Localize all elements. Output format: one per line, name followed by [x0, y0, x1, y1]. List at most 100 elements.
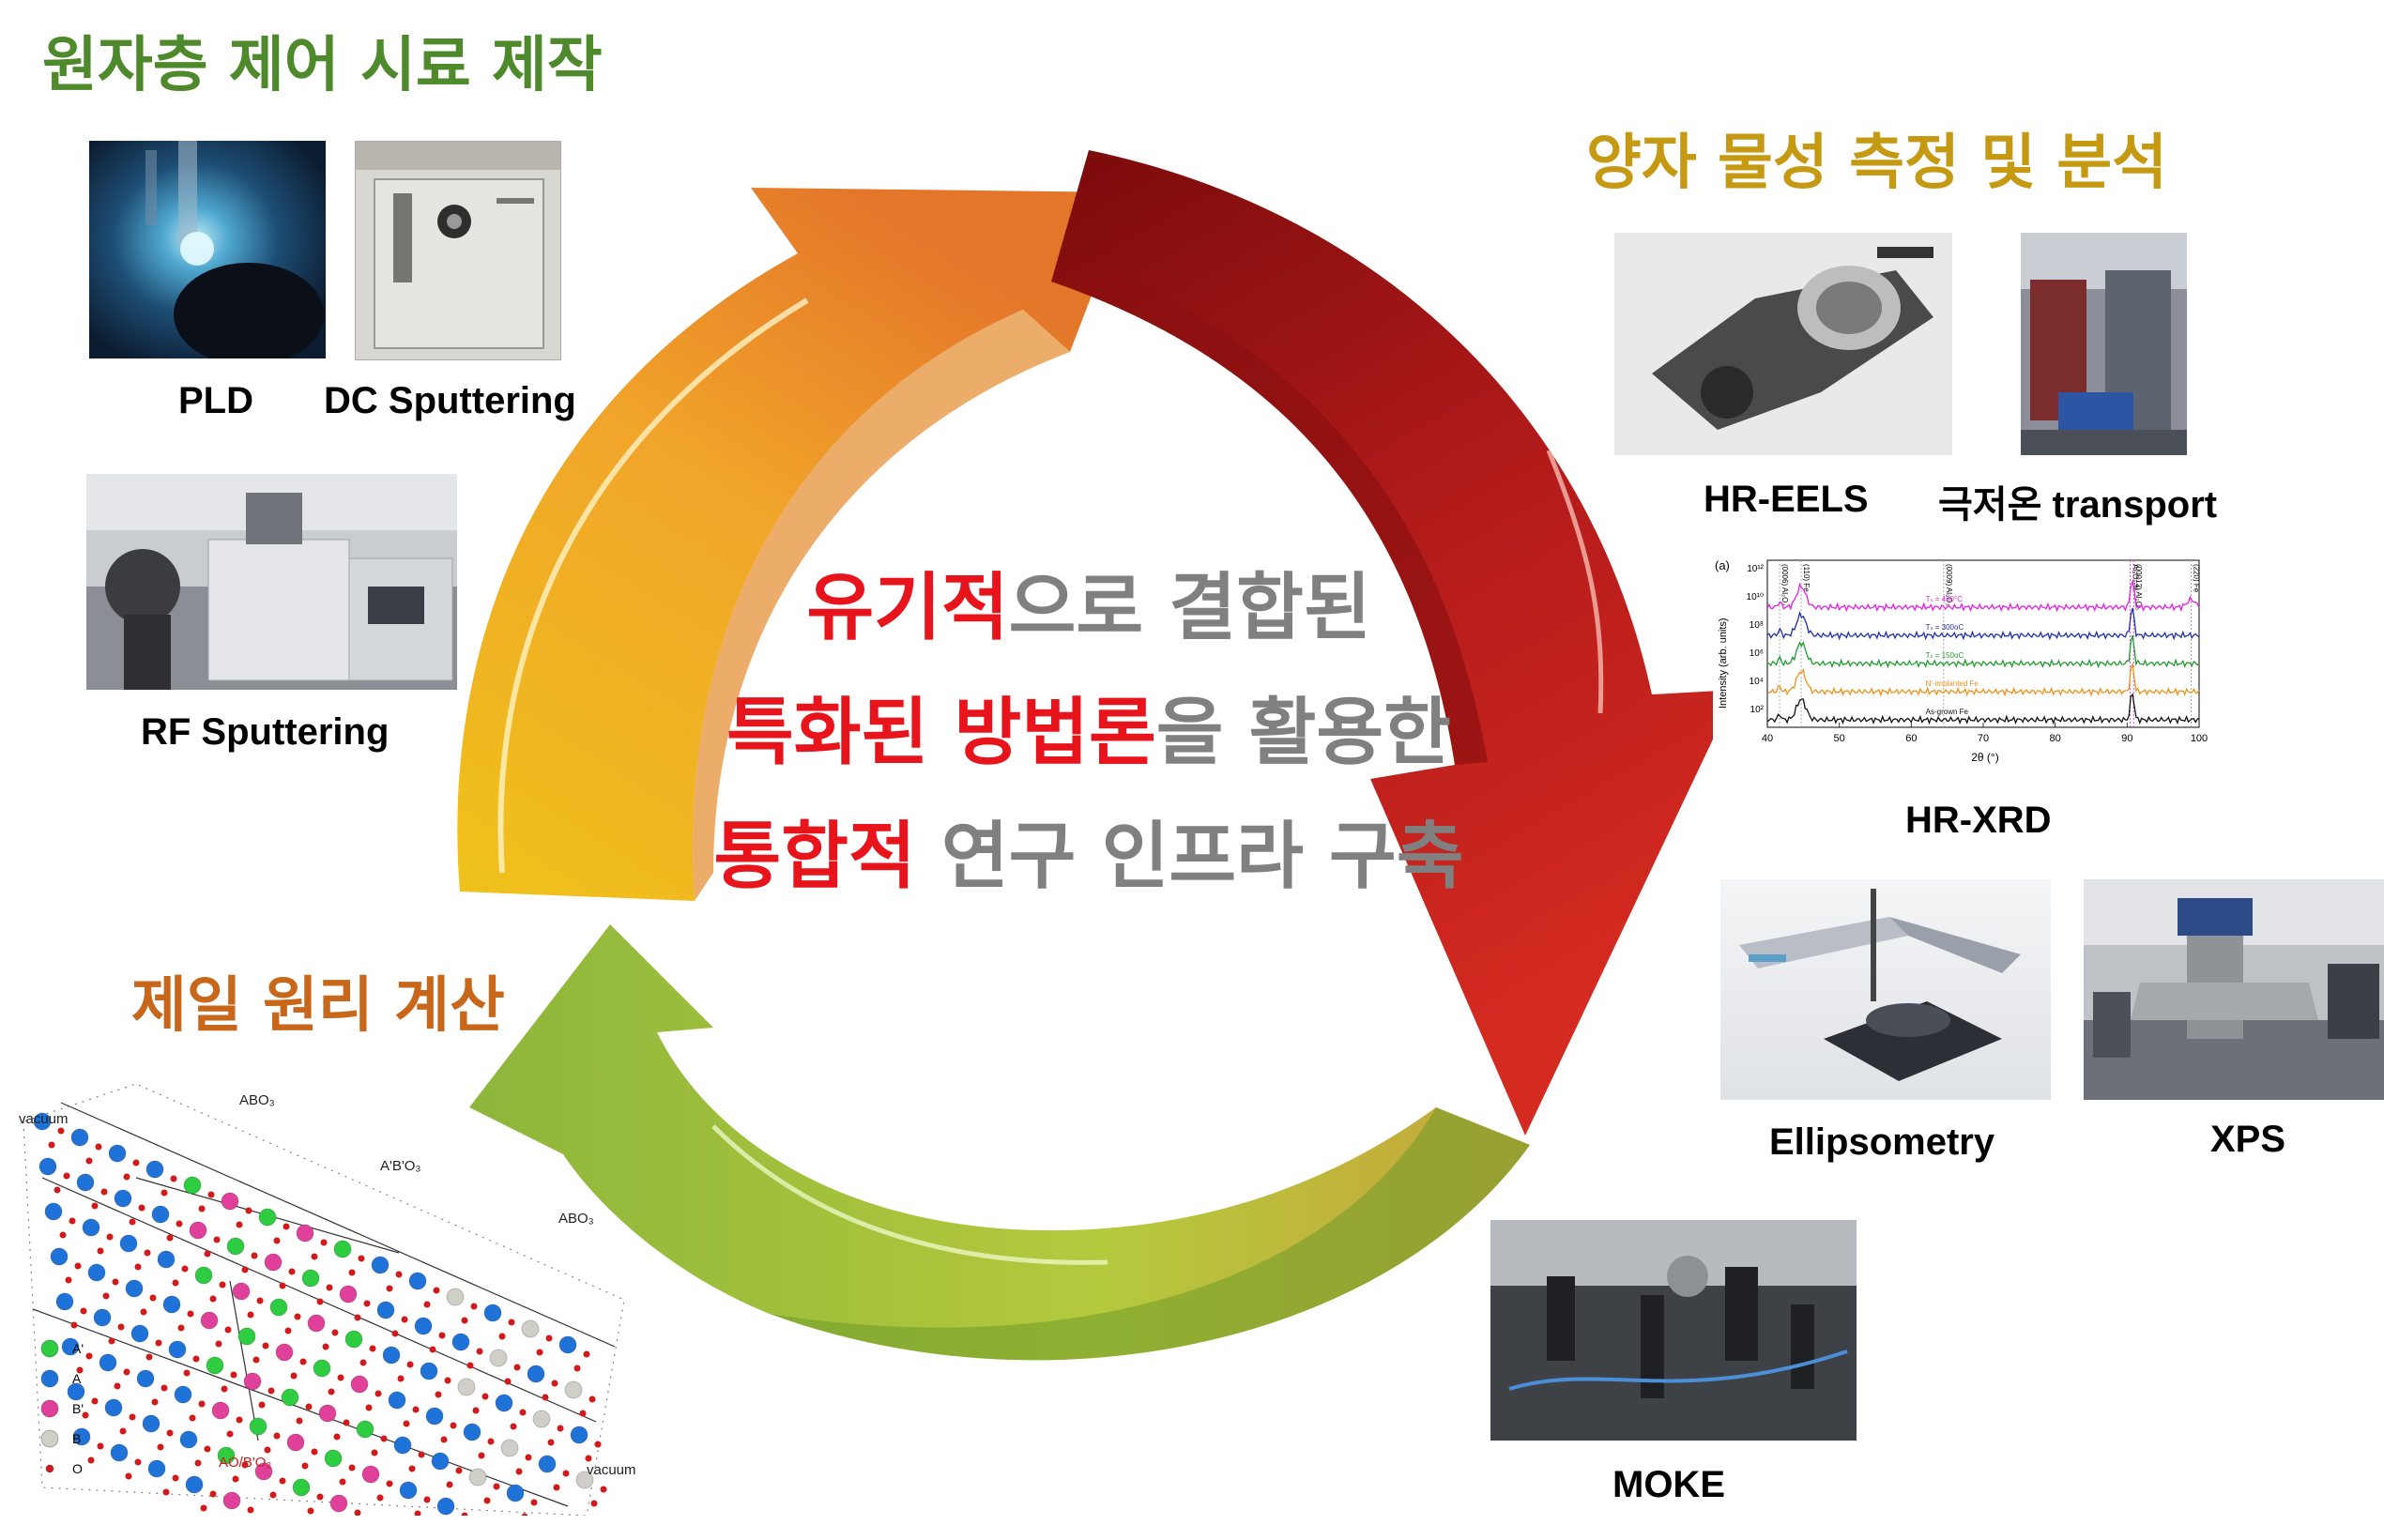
crystal-oxygen: [588, 1395, 596, 1403]
crystal-oxygen: [129, 1218, 136, 1226]
crystal-oxygen: [510, 1423, 517, 1430]
caption-ellipsometry: Ellipsometry: [1769, 1121, 1995, 1163]
crystal-oxygen: [423, 1301, 431, 1308]
caption-hr-eels: HR-EELS: [1704, 479, 1869, 520]
xrd-series-label: Tₛ = 300oC: [1926, 623, 1964, 632]
crystal-oxygen: [322, 1343, 329, 1350]
crystal-oxygen: [536, 1349, 543, 1356]
crystal-oxygen: [144, 1249, 151, 1257]
crystal-atom: [292, 1478, 311, 1497]
crystal-oxygen: [269, 1491, 277, 1499]
crystal-oxygen: [307, 1507, 314, 1515]
crystal-oxygen: [472, 1407, 480, 1414]
xrd-ytick-label: 10⁸: [1750, 620, 1764, 631]
crystal-oxygen: [125, 1472, 132, 1480]
crystal-oxygen: [241, 1461, 249, 1469]
xrd-peak-label: (0006) Al₂O₃: [1780, 564, 1789, 606]
crystal-oxygen: [207, 1191, 215, 1198]
crystal-atom: [356, 1420, 374, 1439]
crystal-oxygen: [299, 1358, 307, 1365]
crystal-oxygen: [97, 1247, 104, 1255]
crystal-atom: [451, 1333, 470, 1351]
crystal-oxygen: [251, 1252, 258, 1259]
crystal-oxygen: [262, 1342, 269, 1349]
crystal-atom: [194, 1266, 213, 1285]
center-line-3: 통합적 연구 인프라 구축: [657, 798, 1521, 903]
crystal-oxygen: [166, 1429, 174, 1437]
crystal-atom: [222, 1491, 241, 1510]
crystal-atom: [70, 1128, 89, 1147]
crystal-atom: [183, 1176, 202, 1195]
crystal-oxygen: [204, 1445, 211, 1453]
xrd-peak-label: Al₂O₃-N: [2131, 564, 2139, 590]
crystal-oxygen: [508, 1319, 515, 1326]
crystal-oxygen: [53, 1186, 61, 1194]
crystal-oxygen: [521, 1513, 528, 1516]
crystal-oxygen: [320, 1239, 328, 1246]
crystal-oxygen: [123, 1368, 130, 1376]
crystal-oxygen: [157, 1443, 164, 1451]
crystal-oxygen: [123, 1173, 130, 1181]
caption-pld: PLD: [178, 380, 253, 421]
crystal-oxygen: [187, 1310, 194, 1318]
crystal-oxygen: [515, 1468, 523, 1475]
crystal-oxygen: [483, 1497, 491, 1504]
crystal-atom: [506, 1484, 525, 1502]
crystal-oxygen: [166, 1234, 174, 1242]
xrd-series-line: [1766, 634, 2200, 669]
crystal-oxygen: [91, 1397, 99, 1405]
caption-rf-sputtering: RF Sputtering: [141, 711, 390, 753]
crystal-oxygen: [74, 1262, 82, 1270]
crystal-atom: [420, 1362, 438, 1380]
crystal-oxygen: [594, 1441, 602, 1448]
crystal-oxygen: [97, 1442, 104, 1450]
crystal-oxygen: [579, 1410, 587, 1417]
xrd-series-line: [1766, 693, 2200, 725]
crystal-oxygen: [129, 1413, 136, 1421]
crystal-oxygen: [376, 1494, 384, 1502]
ellipsometry-photo: [1720, 879, 2051, 1100]
xrd-xtick-label: 50: [1834, 733, 1845, 744]
crystal-oxygen: [513, 1364, 521, 1371]
crystal-atom: [339, 1285, 358, 1304]
crystal-oxygen: [273, 1432, 281, 1440]
crystal-oxygen: [583, 1350, 590, 1358]
crystal-atom: [431, 1452, 450, 1471]
crystal-oxygen: [374, 1390, 382, 1397]
xrd-xtick-label: 100: [2191, 733, 2208, 744]
crystal-atom: [425, 1407, 444, 1426]
pld-photo: [89, 141, 326, 358]
crystal-atom: [147, 1459, 166, 1478]
crystal-oxygen: [316, 1493, 324, 1501]
crystal-atom: [371, 1256, 390, 1274]
crystal-atom: [286, 1433, 305, 1452]
crystal-oxygen: [339, 1478, 346, 1486]
crystal-oxygen: [493, 1483, 500, 1490]
crystal-oxygen: [176, 1220, 183, 1227]
crystal-legend-label: B': [72, 1401, 84, 1416]
crystal-oxygen: [198, 1205, 206, 1212]
crystal-oxygen: [545, 1334, 553, 1342]
crystal-oxygen: [433, 1287, 440, 1294]
crystal-oxygen: [371, 1449, 378, 1456]
crystal-atom: [463, 1423, 481, 1441]
crystal-oxygen: [85, 1157, 93, 1165]
crystal-oxygen: [466, 1362, 474, 1369]
xrd-peak-label: (00012) Al₂O₃: [2134, 564, 2143, 610]
crystal-oxygen: [198, 1400, 206, 1408]
crystal-atom: [376, 1301, 395, 1319]
crystal-atom: [324, 1449, 343, 1468]
transport-photo: [2021, 233, 2187, 455]
xrd-series-line: [1766, 662, 2200, 697]
xrd-xtick-label: 40: [1762, 733, 1773, 744]
crystal-oxygen: [547, 1439, 555, 1446]
crystal-oxygen: [160, 1189, 168, 1197]
crystal-oxygen: [359, 1359, 367, 1366]
crystal-oxygen: [245, 1207, 252, 1214]
crystal-oxygen: [395, 1271, 403, 1278]
crystal-oxygen: [160, 1384, 168, 1392]
crystal-atom: [350, 1375, 369, 1394]
center-line-2-text: 을 활용한: [1155, 691, 1451, 775]
